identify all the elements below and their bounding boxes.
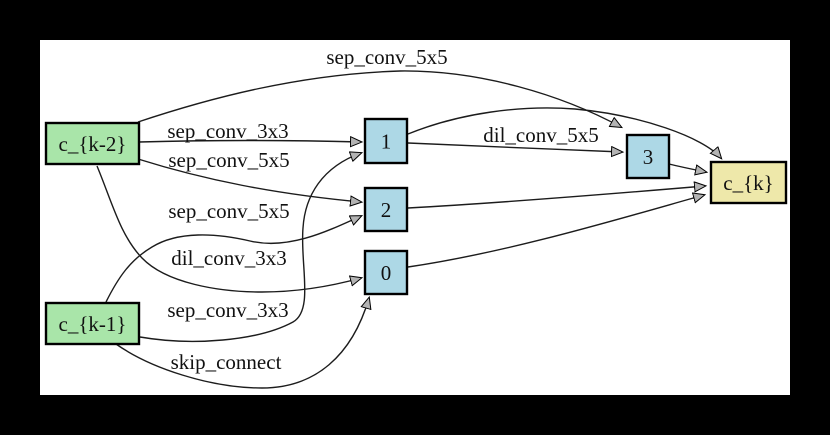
node-label-c-k: c_{k}: [723, 171, 773, 195]
edge-2-to-c-k: [407, 186, 705, 209]
edge-label-sep-conv-5x5: sep_conv_5x5: [168, 148, 289, 172]
edge-label-skip-connect: skip_connect: [171, 350, 282, 374]
node-2: 2: [363, 186, 409, 233]
node-c-k-2: c_{k-2}: [44, 121, 141, 166]
node-0: 0: [363, 249, 409, 296]
node-box-c-k-2: [44, 121, 141, 166]
node-box-2: [363, 186, 409, 233]
edge-c-k-2-to-2: [137, 158, 361, 202]
edge-1-to-3: [407, 142, 622, 152]
node-box-c-k-1: [44, 301, 141, 346]
node-box-3: [625, 133, 671, 180]
node-label-1: 1: [381, 130, 392, 154]
node-3: 3: [625, 133, 671, 180]
node-box-c-k: [709, 160, 788, 205]
node-box-1: [363, 117, 409, 165]
edge-label-sep-conv-3x3: sep_conv_3x3: [167, 298, 288, 322]
edge-label-sep-conv-5x5: sep_conv_5x5: [326, 45, 447, 69]
node-label-2: 2: [381, 198, 392, 222]
node-label-c-k-1: c_{k-1}: [59, 312, 127, 336]
edge-label-sep-conv-3x3: sep_conv_3x3: [167, 119, 288, 143]
node-label-3: 3: [643, 145, 654, 169]
edge-0-to-c-k: [407, 195, 704, 268]
node-label-0: 0: [381, 261, 392, 285]
edge-c-k-1-to-1: [139, 153, 361, 343]
edge-label-sep-conv-5x5: sep_conv_5x5: [168, 199, 289, 223]
node-c-k: c_{k}: [709, 160, 788, 205]
node-c-k-1: c_{k-1}: [44, 301, 141, 346]
diagram-canvas: [40, 40, 790, 395]
edge-3-to-c-k: [668, 163, 706, 172]
edge-c-k-2-to-1: [138, 141, 361, 143]
edge-1-to-c-k: [407, 107, 721, 158]
edge-label-dil-conv-3x3: dil_conv_3x3: [171, 246, 287, 270]
edge-c-k-1-to-0: [115, 298, 369, 389]
node-box-0: [363, 249, 409, 296]
edge-c-k-1-to-2: [105, 216, 361, 303]
edge-c-k-2-to-0: [96, 165, 361, 293]
edge-c-k-2-to-3: [137, 70, 621, 127]
edge-label-dil-conv-5x5: dil_conv_5x5: [483, 123, 599, 147]
node-1: 1: [363, 117, 409, 165]
node-label-c-k-2: c_{k-2}: [59, 132, 127, 156]
